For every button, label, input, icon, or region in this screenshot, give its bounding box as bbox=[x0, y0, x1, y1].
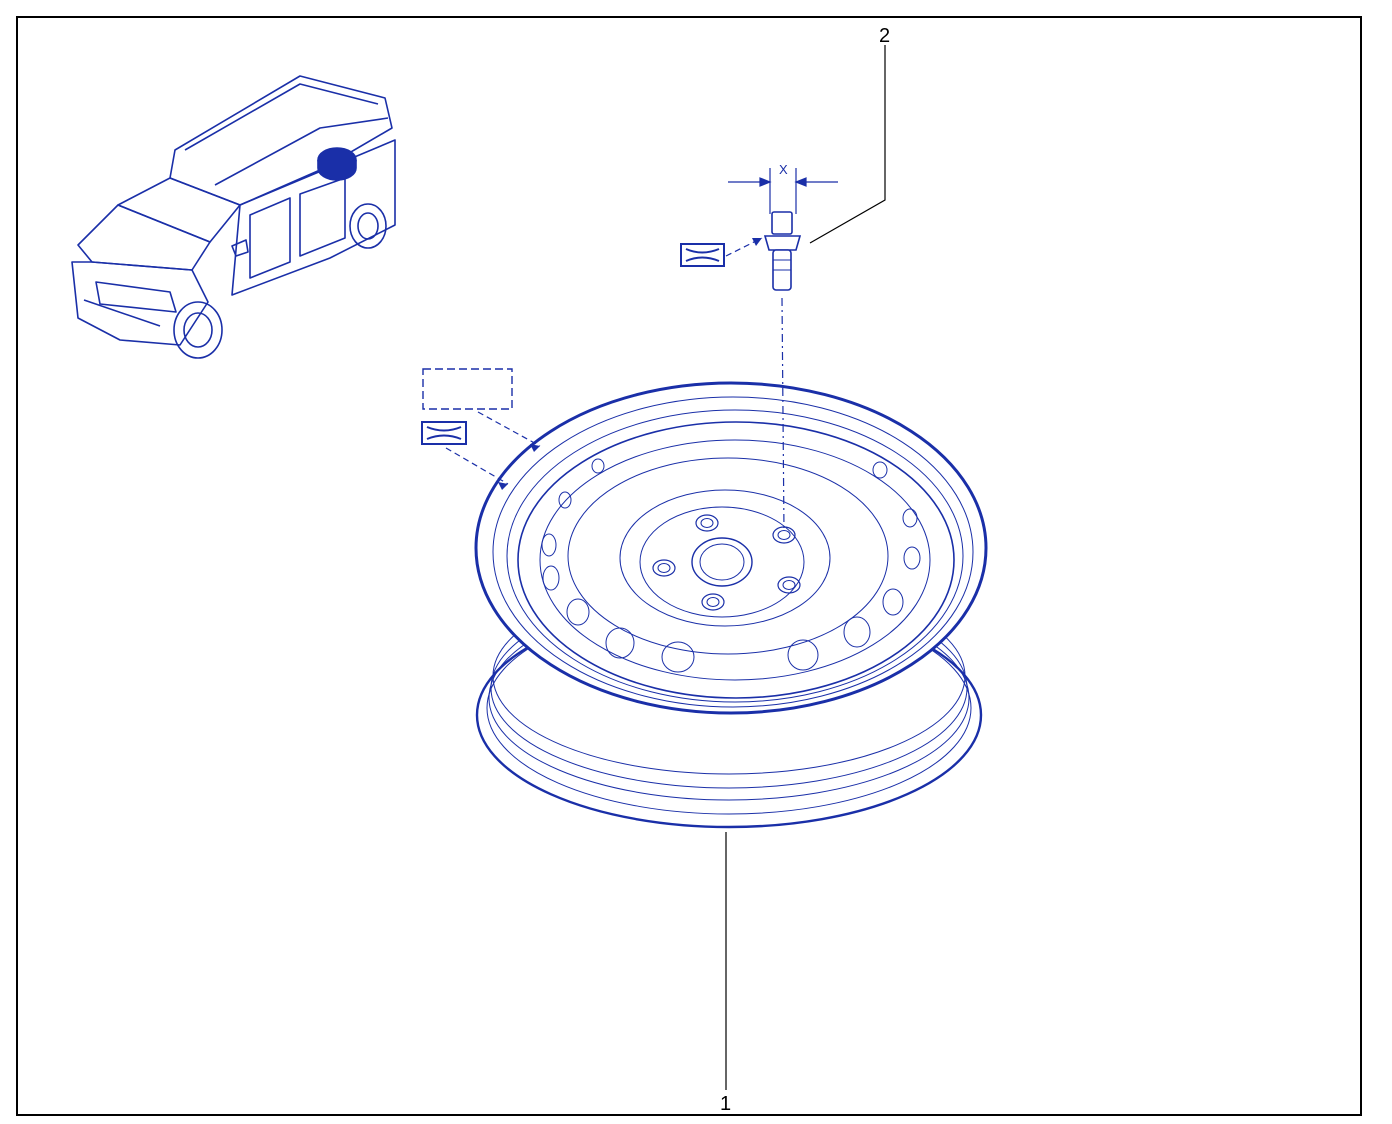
callout-2-leader bbox=[809, 45, 886, 244]
wheel-illustration bbox=[474, 381, 988, 829]
dimension-x bbox=[728, 168, 838, 214]
torque-symbol-icon bbox=[680, 243, 725, 267]
wheel-bolt-illustration bbox=[763, 211, 802, 291]
drawing-frame bbox=[16, 16, 1362, 1116]
bolt-axis-line bbox=[781, 297, 785, 533]
callout-1: 1 bbox=[720, 1093, 731, 1115]
dimension-label: X bbox=[779, 162, 788, 177]
callout-2: 2 bbox=[879, 25, 890, 47]
optional-part-icon bbox=[422, 368, 513, 410]
optional-part-leader bbox=[477, 411, 541, 447]
torque-symbol-wheel-icon bbox=[421, 421, 467, 445]
torque-leader-wheel bbox=[445, 447, 509, 485]
vehicle-locator-icon bbox=[71, 75, 396, 359]
